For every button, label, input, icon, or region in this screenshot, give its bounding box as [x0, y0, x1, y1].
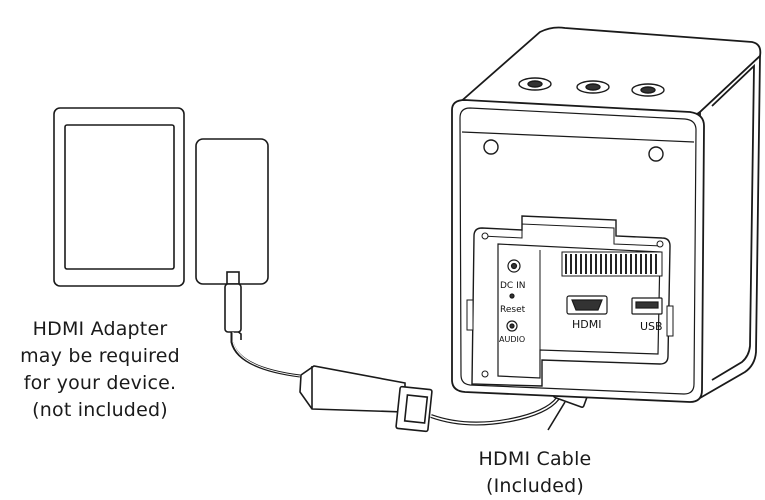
adapter-cable [224, 271, 301, 378]
projector-device [451, 26, 762, 403]
reset-label: Reset [500, 305, 526, 315]
tablet [53, 107, 185, 287]
smartphone [195, 138, 269, 285]
usb-port [631, 297, 663, 315]
adapter-note-line: (not included) [32, 399, 168, 421]
usb-label: USB [640, 320, 663, 333]
hdmi-adapter [299, 365, 433, 433]
port-panel [506, 259, 663, 332]
reset-button [509, 293, 515, 299]
cable-note-line: HDMI Cable [478, 448, 592, 470]
hdmi-label: HDMI [572, 318, 601, 331]
cable-note-line: (Included) [485, 475, 585, 497]
adapter-note-line: for your device. [23, 372, 177, 394]
adapter-note: HDMI Adapter may be required for your de… [2, 316, 198, 424]
adapter-note-line: may be required [20, 345, 180, 367]
dc-in-label: DC IN [500, 281, 525, 291]
hdmi-port [566, 295, 608, 315]
audio-label: AUDIO [499, 335, 525, 344]
cable-note: HDMI Cable (Included) [440, 446, 630, 500]
adapter-note-line: HDMI Adapter [32, 318, 168, 340]
